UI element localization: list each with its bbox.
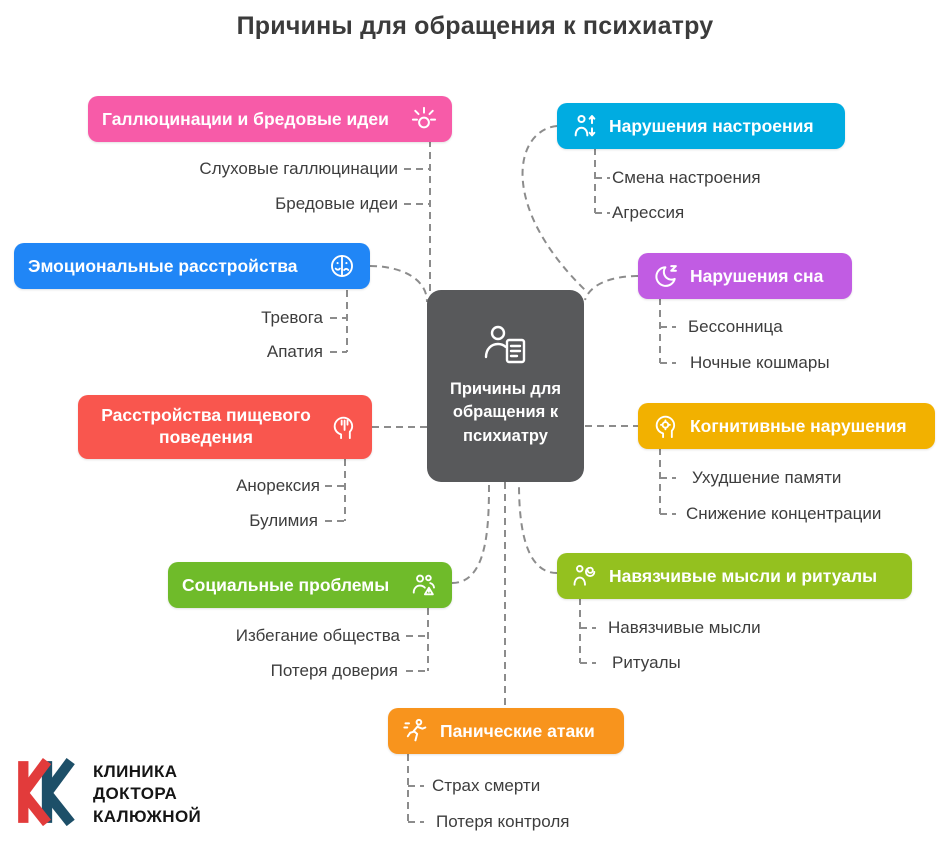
branch-social-label: Социальные проблемы xyxy=(182,574,390,595)
branch-panic-label: Панические атаки xyxy=(440,720,595,741)
branch-eating: Расстройства пищевого поведения xyxy=(78,395,372,459)
branch-eating-label: Расстройства пищевого поведения xyxy=(101,405,311,447)
sub-item: Анорексия xyxy=(236,476,320,495)
sub-item: Ритуалы xyxy=(612,653,681,672)
sub-item: Снижение концентрации xyxy=(686,504,882,523)
sub-item: Бредовые идеи xyxy=(275,194,398,213)
sub-item: Агрессия xyxy=(612,203,685,222)
person-document-icon xyxy=(483,324,529,366)
branch-obsessive-label: Навязчивые мысли и ритуалы xyxy=(609,565,878,586)
branch-cognitive-label: Когнитивные нарушения xyxy=(690,415,907,436)
sub-item: Потеря доверия xyxy=(270,661,398,680)
sub-item: Слуховые галлюцинации xyxy=(199,159,398,178)
sub-item: Булимия xyxy=(249,511,318,530)
mood-swings-icon xyxy=(571,112,599,140)
sub-item: Страх смерти xyxy=(432,776,541,795)
branch-panic: Панические атаки xyxy=(388,708,624,754)
sub-item: Смена настроения xyxy=(612,168,761,187)
branch-cognitive: Когнитивные нарушения xyxy=(638,403,935,449)
branch-emotional: Эмоциональные расстройства xyxy=(14,243,370,289)
branch-hallucinations-label: Галлюцинации и бредовые идеи xyxy=(102,108,389,129)
eating-head-icon xyxy=(330,413,358,441)
branch-obsessive: Навязчивые мысли и ритуалы xyxy=(557,553,912,599)
cognitive-head-icon xyxy=(652,412,680,440)
clinic-logo: КЛИНИКА ДОКТОРА КАЛЮЖНОЙ xyxy=(14,758,201,831)
branch-mood: Нарушения настроения xyxy=(557,103,845,149)
branch-hallucinations: Галлюцинации и бредовые идеи xyxy=(88,96,452,142)
clinic-logo-text: КЛИНИКА ДОКТОРА КАЛЮЖНОЙ xyxy=(93,761,201,827)
sub-item: Бессонница xyxy=(688,317,783,336)
branch-emotional-label: Эмоциональные расстройства xyxy=(28,255,298,276)
branch-social: Социальные проблемы xyxy=(168,562,452,608)
page-title: Причины для обращения к психиатру xyxy=(236,12,714,40)
sub-item: Апатия xyxy=(266,342,323,361)
obsessive-thoughts-icon xyxy=(571,562,599,590)
sleep-moon-icon xyxy=(652,262,680,290)
sub-item: Потеря контроля xyxy=(436,812,570,831)
dizzy-burst-icon xyxy=(410,105,438,133)
clinic-logo-line3: КАЛЮЖНОЙ xyxy=(93,806,202,826)
branch-sleep: Нарушения сна xyxy=(638,253,852,299)
sub-item: Тревога xyxy=(261,308,323,327)
center-label: Причины для обращения к психиатру xyxy=(449,380,562,445)
clinic-logo-line2: ДОКТОРА xyxy=(93,784,178,804)
branch-sleep-label: Нарушения сна xyxy=(690,265,824,286)
center-node: Причины для обращения к психиатру xyxy=(427,290,584,482)
sub-item: Навязчивые мысли xyxy=(608,618,761,637)
social-warning-icon xyxy=(410,571,438,599)
sub-item: Ухудшение памяти xyxy=(692,468,842,487)
clinic-logo-mark xyxy=(14,758,80,831)
sub-item: Ночные кошмары xyxy=(690,353,830,372)
branch-mood-label: Нарушения настроения xyxy=(609,115,814,136)
emotions-face-icon xyxy=(328,252,356,280)
sub-item: Избегание общества xyxy=(235,626,400,645)
clinic-logo-line1: КЛИНИКА xyxy=(93,762,178,782)
panic-run-icon xyxy=(402,717,430,745)
